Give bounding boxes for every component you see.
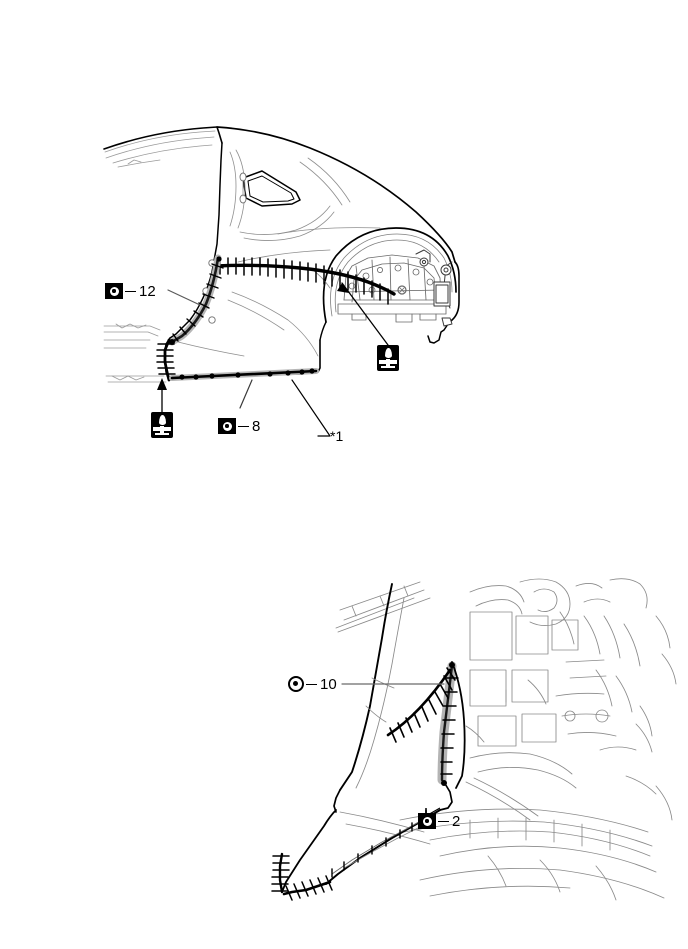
leader-dash (238, 425, 249, 427)
square-bolt-marker-icon (105, 283, 123, 299)
sealer-application-icon-wheel-arch[interactable] (377, 345, 399, 371)
callout-number: 10 (320, 675, 337, 693)
figure-1-linework (103, 126, 460, 437)
square-bolt-marker-icon (418, 813, 436, 829)
sealer-plate-icon (153, 425, 171, 433)
sealer-application-icon-rocker-front[interactable] (151, 412, 173, 438)
sealer-nozzle-drop-icon (158, 415, 166, 425)
callout-8[interactable]: 8 (218, 418, 260, 434)
square-bolt-marker-icon (218, 418, 236, 434)
callout-number: 2 (452, 812, 461, 830)
round-bolt-marker-icon (288, 676, 304, 692)
leader-dash (125, 290, 136, 292)
leader-dash (306, 683, 317, 685)
sealer-nozzle-drop-icon (384, 348, 392, 358)
sealer-base-icon (381, 366, 395, 368)
callout-number: 8 (252, 417, 261, 435)
callout-number: 12 (139, 282, 156, 300)
sealer-plate-icon (379, 358, 397, 366)
callout-10[interactable]: 10 (288, 676, 337, 692)
callout-2[interactable]: 2 (418, 813, 460, 829)
sealer-base-icon (155, 433, 169, 435)
leader-dash (438, 820, 449, 822)
figure-rear-quarter-panel-exterior: 12 8 *1 (103, 126, 460, 444)
figure-2-linework (271, 578, 677, 901)
callout-12[interactable]: 12 (105, 283, 156, 299)
figure-rear-quarter-inner-structure: 10 2 (0, 520, 688, 949)
callout-star-1: *1 (330, 428, 344, 444)
